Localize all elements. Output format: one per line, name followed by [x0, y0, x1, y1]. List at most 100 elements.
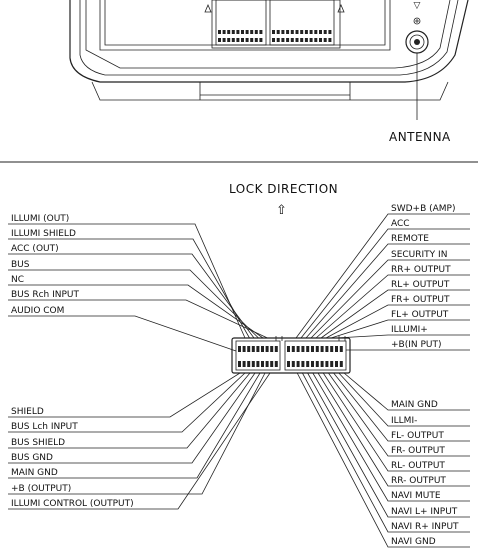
- pin-label-rr-minus-output: RR- OUTPUT: [391, 476, 446, 486]
- connector-pin: [290, 30, 294, 34]
- pin-label-illumi-out: ILLUMI (OUT): [11, 214, 69, 224]
- wire-leader: [8, 299, 268, 339]
- pin-label-bus-gnd: BUS GND: [11, 453, 53, 463]
- pin-label-fl-minus-output: FL- OUTPUT: [391, 431, 444, 441]
- pin-label-main-gnd-left: MAIN GND: [11, 468, 58, 478]
- connector-pin: [301, 346, 305, 352]
- connector-pin: [304, 30, 308, 34]
- wire-leader: [8, 253, 255, 339]
- head-unit-rear: ▽: [69, 0, 469, 120]
- wire-leader: [333, 372, 470, 442]
- wire-leader: [295, 213, 470, 339]
- connector-pin: [309, 38, 313, 42]
- connector-pin: [231, 30, 235, 34]
- wire-leader: [330, 319, 470, 339]
- connector-pin: [281, 38, 285, 42]
- connector-pin: [339, 346, 343, 352]
- wire-leader: [296, 372, 470, 548]
- pin-label-rr-plus-output: RR+ OUTPUT: [391, 265, 451, 275]
- connector-pin: [296, 361, 300, 367]
- connector-pin: [238, 346, 241, 352]
- connector-pin: [261, 346, 264, 352]
- wire-leader: [302, 372, 470, 533]
- pin-label-fl-plus-output: FL+ OUTPUT: [391, 310, 449, 320]
- wire-leader: [8, 315, 237, 352]
- triangle-mark-left: [204, 3, 212, 13]
- pin-label-navi-r-plus-input: NAVI R+ INPUT: [391, 522, 459, 532]
- connector-pin: [295, 38, 299, 42]
- wire-leader: [307, 372, 470, 518]
- pin-label-bus: BUS: [11, 260, 30, 270]
- connector-pin: [315, 346, 319, 352]
- connector-pin: [236, 38, 240, 42]
- connector-pin: [274, 361, 278, 367]
- connector-pin: [287, 361, 290, 367]
- connector-pin: [328, 30, 332, 34]
- connector-pin: [272, 30, 275, 34]
- connector-pin: [311, 346, 314, 352]
- connector-pin: [251, 346, 255, 352]
- lock-direction-arrow: ⇧: [276, 203, 287, 218]
- pin-label-b-input: +B(IN PUT): [391, 340, 442, 350]
- pin-label-navi-l-plus-input: NAVI L+ INPUT: [391, 507, 458, 517]
- right-top-labels: SWD+B (AMP) ACC REMOTE SECURITY IN RR+ O…: [391, 204, 456, 350]
- wire-leader: [343, 372, 470, 411]
- connector-pin: [306, 346, 310, 352]
- wire-leader: [312, 372, 470, 502]
- pin-label-b-output: +B (OUTPUT): [11, 484, 71, 494]
- right-bottom-labels: MAIN GND ILLMI- FL- OUTPUT FR- OUTPUT RL…: [391, 400, 459, 547]
- connector-pin: [245, 30, 249, 34]
- connector-pin: [242, 361, 246, 367]
- connector-pins: [238, 346, 343, 367]
- connector-pin: [328, 38, 332, 42]
- wire-leader: [325, 304, 470, 339]
- pin-label-bus-shield: BUS SHIELD: [11, 438, 65, 448]
- pin-label-illumi-control-output: ILLUMI CONTROL (OUTPUT): [11, 499, 134, 509]
- connector-pin: [272, 38, 275, 42]
- connector-pin: [247, 361, 251, 367]
- connector-pin: [274, 346, 278, 352]
- wire-leader: [8, 372, 271, 510]
- connector-pin: [319, 38, 322, 42]
- connector-pin: [227, 30, 231, 34]
- connector-pin: [245, 38, 249, 42]
- pin-label-swd-b-amp: SWD+B (AMP): [391, 204, 456, 214]
- wire-leader: [328, 372, 470, 457]
- connector-pin: [222, 30, 226, 34]
- wire-leader: [8, 372, 251, 449]
- connector-pin: [295, 30, 299, 34]
- connector-pin: [325, 346, 329, 352]
- connector-pin: [236, 30, 240, 34]
- connector-pin: [301, 361, 305, 367]
- pin-label-nc: NC: [11, 275, 24, 285]
- connector-pin: [309, 30, 313, 34]
- triangle-mark-right: [337, 3, 345, 13]
- connector-pin: [218, 30, 221, 34]
- connector-pin: [265, 361, 269, 367]
- connector-pin: [323, 38, 327, 42]
- wire-leader: [8, 372, 266, 495]
- connector-pin: [218, 38, 221, 42]
- connector-pin: [241, 38, 244, 42]
- pin-label-security-in: SECURITY IN: [391, 250, 447, 260]
- left-bottom-labels: SHIELD BUS Lch INPUT BUS SHIELD BUS GND …: [11, 407, 134, 509]
- connector-pin: [300, 30, 304, 34]
- wire-leader: [8, 372, 256, 464]
- pin-label-illmi-minus: ILLMI-: [391, 416, 417, 426]
- pin-label-acc-out: ACC (OUT): [11, 244, 59, 254]
- connector-pin: [276, 30, 280, 34]
- pin-label-navi-mute: NAVI MUTE: [391, 491, 441, 501]
- connector-pin: [250, 30, 254, 34]
- connector-pin: [270, 361, 274, 367]
- connector-pin: [291, 361, 295, 367]
- connector-pin: [300, 38, 304, 42]
- connector-pin: [339, 361, 343, 367]
- connector-pin: [247, 346, 251, 352]
- connector-pin: [270, 346, 274, 352]
- connector-pin: [227, 38, 231, 42]
- connector-pin: [330, 361, 334, 367]
- wire-leader: [310, 259, 470, 339]
- wire-leader: [322, 372, 470, 472]
- connector-pin: [238, 361, 241, 367]
- pin-label-acc: ACC: [391, 219, 410, 229]
